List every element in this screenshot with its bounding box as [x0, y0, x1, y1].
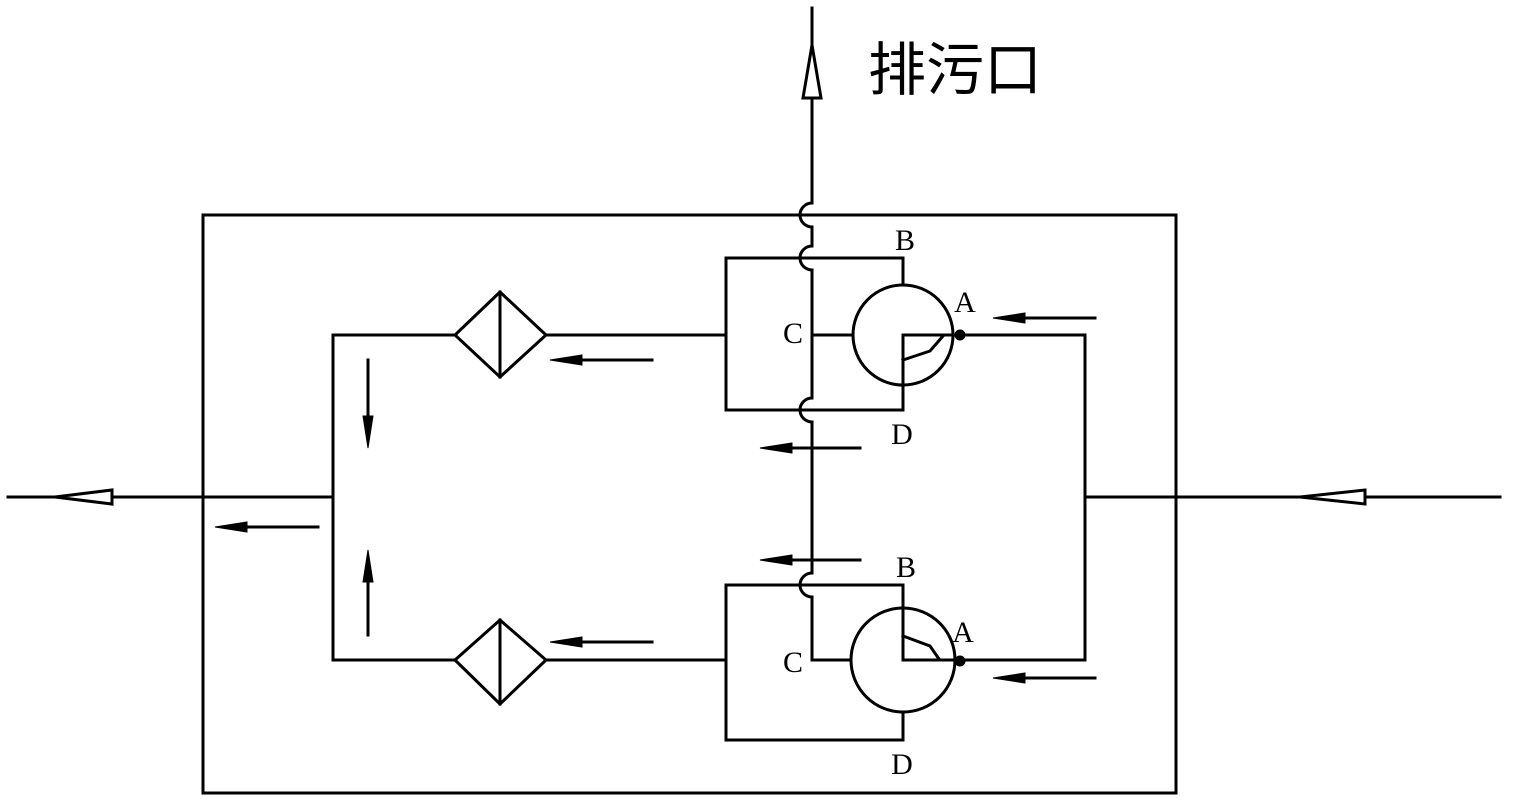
upper-valve-port-a-joint [954, 329, 966, 341]
main-inlet-arrow [1299, 488, 1367, 506]
flow-arrow-upper-filter [549, 354, 654, 366]
drain-outlet-label: 排污口 [868, 36, 1042, 104]
lower-valve-port-a-label: A [952, 616, 974, 649]
lower-filter [452, 618, 549, 707]
lower-valve-port-b-label: B [896, 551, 916, 584]
lower-valve-port-d-label: D [891, 748, 913, 781]
flow-arrow-manifold-down [362, 358, 374, 449]
flow-arrow-inlet-lower [992, 672, 1097, 684]
upper-filter-body [452, 289, 549, 380]
upper-filter [452, 289, 549, 380]
flow-arrow-drain-lower [759, 554, 862, 566]
upper-valve-port-d-label: D [891, 418, 913, 451]
lower-valve-passage-kink [901, 634, 942, 662]
upper-valve-port-c-label: C [783, 317, 803, 350]
lower-valve-port-c-label: C [783, 646, 803, 679]
upper-valve [724, 256, 966, 412]
upper-valve-box [724, 256, 905, 412]
flow-arrow-drain-upper [759, 442, 862, 454]
upper-valve-port-a-label: A [954, 286, 976, 319]
lower-valve-port-a-joint [954, 655, 966, 667]
drain-outlet-arrow [801, 44, 823, 100]
flow-arrow-main-outlet [214, 521, 320, 533]
lower-valve [724, 583, 966, 742]
flow-arrow-inlet-upper [992, 312, 1097, 324]
drain-pipe [798, 6, 853, 662]
flow-arrow-lower-filter [549, 636, 654, 648]
lower-filter-body [452, 618, 549, 707]
upper-valve-passage-kink [901, 333, 946, 362]
lower-valve-passage [901, 606, 957, 662]
flow-arrow-manifold-up [362, 549, 374, 637]
main-outlet-arrow [54, 488, 114, 506]
lower-valve-box [724, 583, 905, 742]
outer-housing [201, 213, 1178, 795]
inlet-manifold [958, 333, 1087, 662]
upper-valve-port-b-label: B [895, 224, 915, 257]
upper-valve-passage [901, 333, 957, 387]
